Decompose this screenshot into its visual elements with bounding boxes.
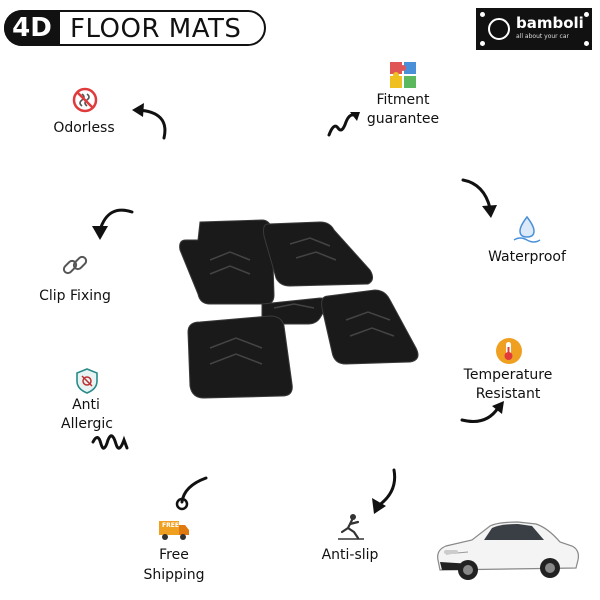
feature-anti-line1: Anti	[72, 397, 100, 413]
feature-fitment-line1: Fitment	[376, 92, 430, 108]
logo-corner-dot	[480, 41, 485, 46]
squiggle-arrow-icon	[327, 112, 360, 137]
title-badge: 4D	[4, 10, 60, 46]
puzzle-icon	[390, 62, 416, 88]
curved-arrow-icon	[132, 103, 167, 140]
feature-waterproof: Waterproof	[488, 249, 566, 265]
no-odor-icon	[72, 87, 98, 113]
free-badge: FREE	[162, 522, 179, 529]
brand-name: bamboli	[516, 14, 584, 32]
feature-temperature-line1: Temperature	[463, 367, 553, 383]
curved-arrow-icon	[460, 401, 504, 423]
delivery-truck-icon	[159, 521, 189, 540]
floor-mats-image	[179, 219, 419, 399]
feature-fitment-line2: guarantee	[366, 111, 440, 127]
feature-odorless: Odorless	[53, 120, 115, 136]
feature-anti-line2: Allergic	[61, 416, 113, 432]
thermometer-icon	[496, 338, 522, 364]
logo-corner-dot	[480, 12, 485, 17]
water-drop-icon	[513, 215, 541, 243]
feature-free-line1: Free	[159, 547, 189, 563]
anti-allergy-icon	[76, 368, 98, 394]
curved-arrow-icon	[92, 208, 134, 240]
curved-arrow-icon	[461, 178, 497, 218]
logo-corner-dot	[584, 41, 589, 46]
feature-clip-fixing: Clip Fixing	[39, 288, 111, 304]
brand-tagline: all about your car	[516, 33, 569, 40]
curved-arrow-icon	[372, 468, 397, 514]
chain-link-icon	[62, 255, 88, 275]
page-title: FLOOR MATS	[70, 14, 242, 44]
steering-wheel-icon	[488, 18, 510, 40]
curved-arrow-icon	[175, 476, 208, 511]
feature-free-line2: Shipping	[143, 567, 205, 583]
car-image	[437, 521, 579, 580]
squiggle-icon	[91, 434, 129, 450]
feature-anti-slip: Anti-slip	[321, 547, 379, 563]
feature-temperature-line2: Resistant	[475, 386, 541, 402]
logo-corner-dot	[584, 12, 589, 17]
slip-icon	[338, 514, 364, 540]
